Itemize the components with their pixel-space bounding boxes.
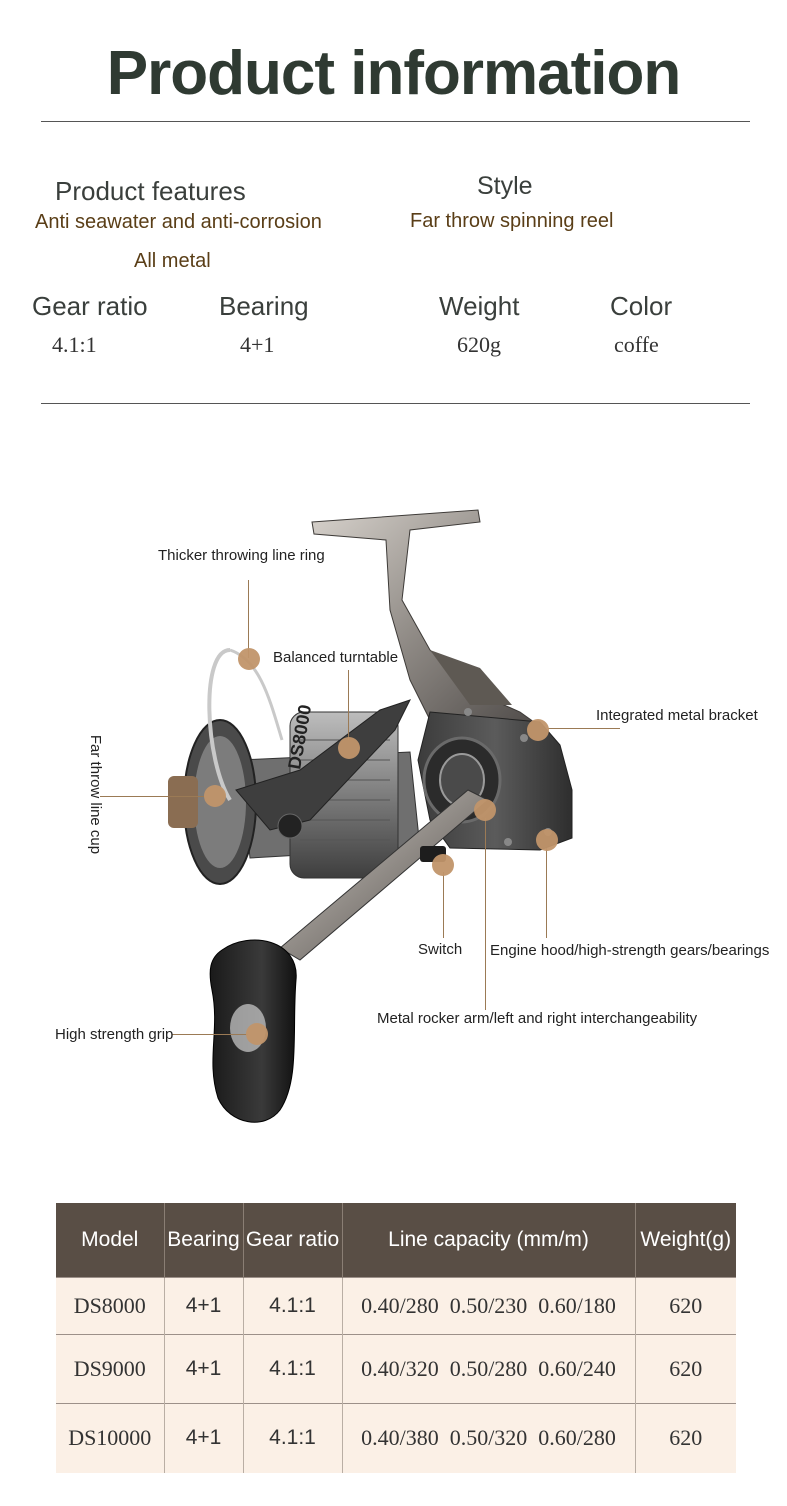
cell-gear-ratio: 4.1:1 <box>243 1403 343 1473</box>
callout-switch-connector <box>443 872 444 938</box>
features-line-1: Anti seawater and anti-corrosion <box>35 211 322 233</box>
callout-line-cup-connector <box>100 796 206 797</box>
table-row: DS10000 4+1 4.1:1 0.40/380 0.50/320 0.60… <box>56 1403 736 1473</box>
cell-line-capacity: 0.40/320 0.50/280 0.60/240 <box>342 1334 636 1404</box>
spec-gear-ratio-label: Gear ratio <box>32 291 148 321</box>
table-header-row: Model Bearing Gear ratio Line capacity (… <box>56 1203 736 1278</box>
callout-turntable-label: Balanced turntable <box>273 649 399 666</box>
table-row: DS9000 4+1 4.1:1 0.40/320 0.50/280 0.60/… <box>56 1334 736 1404</box>
cell-gear-ratio: 4.1:1 <box>243 1334 343 1404</box>
callout-engine-marker <box>536 829 558 851</box>
spec-color-label: Color <box>610 291 673 321</box>
callout-rocker-marker <box>474 799 496 821</box>
callout-line-cup-label: Far throw line cup <box>87 734 105 855</box>
style-label: Style <box>477 172 533 200</box>
spec-bearing-value: 4+1 <box>240 332 275 357</box>
callout-switch-marker <box>432 854 454 876</box>
cell-bearing: 4+1 <box>164 1277 244 1335</box>
cell-weight: 620 <box>635 1277 736 1335</box>
spec-table: Model Bearing Gear ratio Line capacity (… <box>56 1203 736 1473</box>
callout-bracket-label: Integrated metal bracket <box>596 707 758 724</box>
callout-grip-connector <box>172 1034 248 1035</box>
table-row: DS8000 4+1 4.1:1 0.40/280 0.50/230 0.60/… <box>56 1277 736 1335</box>
cell-gear-ratio: 4.1:1 <box>243 1277 343 1335</box>
cell-bearing: 4+1 <box>164 1334 244 1404</box>
callout-engine-label: Engine hood/high-strength gears/bearings <box>490 942 770 959</box>
page-title: Product information <box>106 39 681 108</box>
callout-rocker-label: Metal rocker arm/left and right intercha… <box>377 1010 698 1027</box>
spec-color-value: coffe <box>614 332 659 357</box>
spec-gear-ratio-value: 4.1:1 <box>52 332 97 357</box>
style-value: Far throw spinning reel <box>410 210 614 232</box>
spec-bearing-label: Bearing <box>219 291 309 321</box>
cell-model: DS8000 <box>56 1277 165 1335</box>
header-line-capacity: Line capacity (mm/m) <box>342 1203 636 1278</box>
spec-weight-label: Weight <box>439 291 520 321</box>
header-weight: Weight(g) <box>635 1203 736 1278</box>
callout-line-ring-connector <box>248 580 249 658</box>
cell-weight: 620 <box>635 1403 736 1473</box>
header-bearing: Bearing <box>164 1203 244 1278</box>
callout-grip-label: High strength grip <box>55 1026 174 1043</box>
cell-weight: 620 <box>635 1334 736 1404</box>
spec-weight-value: 620g <box>457 332 501 357</box>
callout-line-ring-marker <box>238 648 260 670</box>
cell-model: DS10000 <box>56 1403 165 1473</box>
callout-turntable-connector <box>348 670 349 740</box>
cell-line-capacity: 0.40/380 0.50/320 0.60/280 <box>342 1403 636 1473</box>
reel-illustration: DS8000 <box>168 509 573 1123</box>
mid-divider <box>41 403 750 404</box>
cell-model: DS9000 <box>56 1334 165 1404</box>
cell-line-capacity: 0.40/280 0.50/230 0.60/180 <box>342 1277 636 1335</box>
top-divider <box>41 121 750 122</box>
header-model: Model <box>56 1203 165 1278</box>
header-gear-ratio: Gear ratio <box>243 1203 343 1278</box>
callout-switch-label: Switch <box>418 941 463 958</box>
callout-grip-marker <box>246 1023 268 1045</box>
callout-bracket-marker <box>527 719 549 741</box>
features-label: Product features <box>55 176 246 206</box>
callout-turntable-marker <box>338 737 360 759</box>
callout-bracket-connector <box>548 728 620 729</box>
cell-bearing: 4+1 <box>164 1403 244 1473</box>
callout-line-cup-marker <box>204 785 226 807</box>
callout-rocker-connector <box>485 818 486 1010</box>
callout-engine-connector <box>546 848 547 938</box>
callout-line-ring-label: Thicker throwing line ring <box>158 547 325 564</box>
features-line-2: All metal <box>134 250 211 272</box>
